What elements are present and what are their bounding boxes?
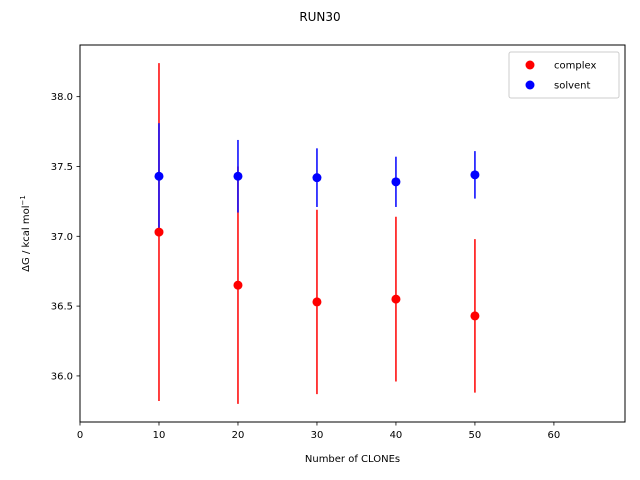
x-axis: 0 10 20 30 40 50 60 [77, 422, 560, 441]
point-complex-1 [233, 280, 243, 290]
legend-label-complex: complex [554, 61, 596, 72]
point-complex-2 [312, 297, 322, 307]
x-axis-label: Number of CLONEs [305, 454, 400, 465]
y-tick-label-3: 37.5 [51, 162, 73, 173]
y-axis-label-main: ΔG / kcal mol [21, 206, 32, 272]
legend-label-solvent: solvent [554, 81, 591, 92]
legend-marker-complex [525, 60, 535, 70]
x-tick-label-1: 10 [153, 430, 166, 441]
plot-area [154, 63, 480, 404]
point-solvent-3 [391, 177, 401, 187]
y-tick-label-2: 37.0 [51, 232, 73, 243]
y-axis-label: ΔG / kcal mol−1 [19, 195, 32, 272]
x-tick-label-0: 0 [77, 430, 83, 441]
point-complex-4 [470, 311, 480, 321]
x-tick-label-6: 60 [548, 430, 561, 441]
x-tick-label-3: 30 [311, 430, 324, 441]
y-axis-label-superscript: −1 [19, 195, 27, 205]
x-tick-label-2: 20 [232, 430, 245, 441]
axes-frame [79, 44, 626, 423]
x-tick-label-4: 40 [390, 430, 403, 441]
legend-frame [508, 51, 620, 99]
point-solvent-4 [470, 170, 480, 180]
y-axis: 36.0 36.5 37.0 37.5 38.0 [51, 92, 80, 382]
y-tick-label-1: 36.5 [51, 302, 73, 313]
y-tick-label-4: 38.0 [51, 92, 73, 103]
point-solvent-0 [154, 171, 164, 181]
legend: complex solvent [508, 51, 620, 99]
legend-marker-solvent [525, 80, 535, 90]
point-complex-3 [391, 294, 401, 304]
point-solvent-1 [233, 171, 243, 181]
x-tick-label-5: 50 [469, 430, 482, 441]
point-solvent-2 [312, 173, 322, 183]
y-tick-label-0: 36.0 [51, 371, 73, 382]
chart-title: RUN30 [299, 10, 340, 24]
point-complex-0 [154, 227, 164, 237]
